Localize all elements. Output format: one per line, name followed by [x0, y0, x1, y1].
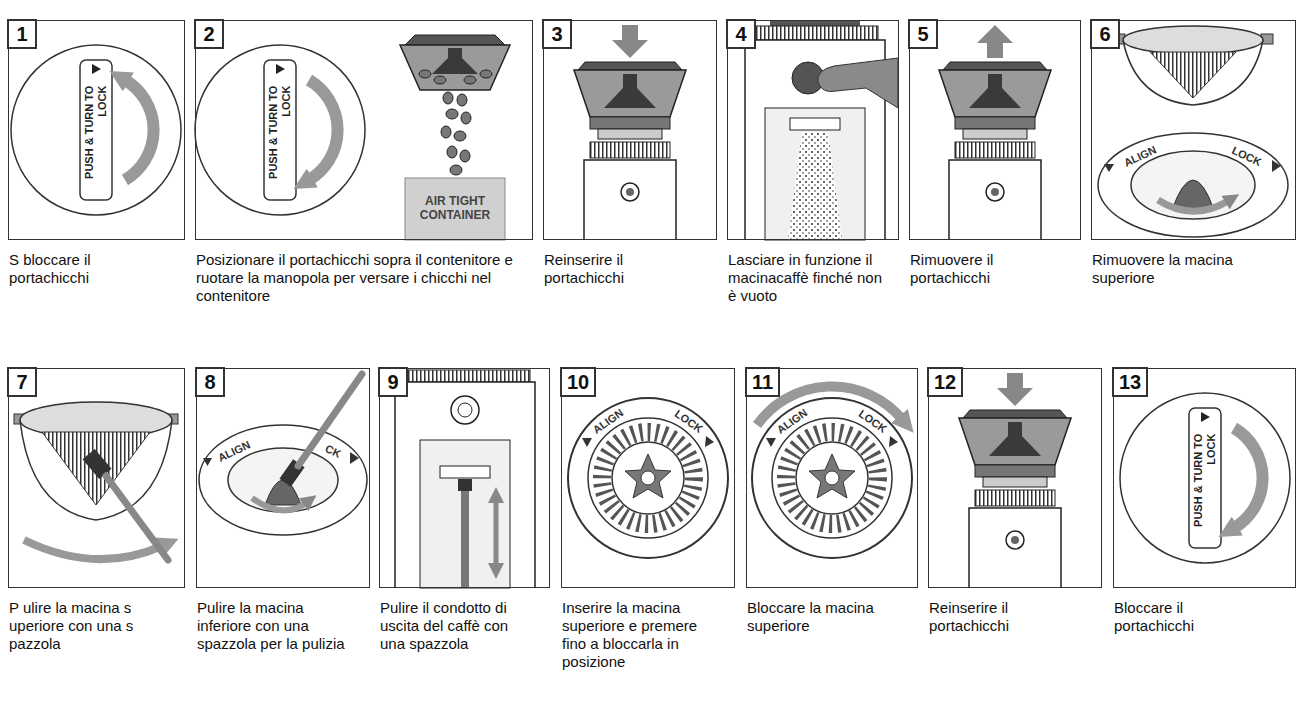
step-panel: 8Pulire la macina inferiore con una spaz… [196, 368, 370, 588]
step-panel: 9Pulire il condotto di uscita del caffè … [379, 368, 550, 588]
pour-beans [195, 35, 510, 240]
step-caption: Posizionare il portachicchi sopra il con… [196, 251, 541, 305]
step-panel: 5Rimuovere il portachicchi [909, 20, 1081, 240]
step-number: 2 [194, 19, 224, 49]
step-caption: Reinserire il portachicchi [544, 251, 684, 287]
step-panel: 3Reinserire il portachicchi [543, 20, 717, 240]
insert-upper-burr [568, 398, 728, 558]
step-caption: Lasciare in funzione il macinacaffè finc… [728, 251, 893, 305]
step-panel: 7P ulire la macina s uperiore con una s … [8, 368, 185, 588]
step-caption: Pulire la macina inferiore con una spazz… [197, 599, 347, 653]
step-number: 10 [560, 367, 596, 397]
dial-label: PUSH & TURN TO LOCK [83, 85, 108, 195]
clean-lower-burr [199, 374, 367, 535]
remove-hopper [939, 25, 1051, 240]
step-caption: Rimuovere la macina superiore [1092, 251, 1252, 287]
step-number: 12 [927, 367, 963, 397]
step-number: 1 [7, 19, 37, 49]
step-caption: Bloccare la macina superiore [747, 599, 897, 635]
step-number: 8 [195, 367, 225, 397]
step-caption: S bloccare il portachicchi [9, 251, 159, 287]
dial-label: PUSH & TURN TO LOCK [267, 85, 292, 195]
step-caption: Reinserire il portachicchi [929, 599, 1069, 635]
insert-hopper [574, 25, 686, 240]
dial-label: PUSH & TURN TO LOCK [1192, 433, 1217, 543]
reinsert-hopper [959, 373, 1071, 588]
step-number: 6 [1090, 19, 1120, 49]
step-panel: 11Bloccare la macina superiore [746, 368, 918, 588]
step-number: 3 [542, 19, 572, 49]
step-number: 5 [908, 19, 938, 49]
unlock-dial [11, 45, 181, 215]
clean-outlet [395, 370, 535, 588]
step-caption: Pulire il condotto di uscita del caffè c… [380, 599, 530, 653]
step-panel: 12Reinserire il portachicchi [928, 368, 1102, 588]
lock-upper-burr [752, 387, 912, 558]
step-number: 4 [726, 19, 756, 49]
run-grinder [745, 21, 898, 240]
step-panel: 6Rimuovere la macina superiore [1091, 20, 1296, 240]
step-panel: 10Inserire la macina superiore e premere… [561, 368, 735, 588]
step-number: 9 [378, 367, 408, 397]
container-label: AIR TIGHT CONTAINER [407, 195, 503, 223]
step-number: 11 [745, 367, 780, 397]
step-panel: 1S bloccare il portachicchi [8, 20, 185, 240]
step-caption: P ulire la macina s uperiore con una s p… [9, 599, 154, 653]
remove-upper-burr [1098, 26, 1288, 237]
lock-dial [1120, 393, 1290, 563]
step-number: 7 [7, 367, 37, 397]
step-panel: 13Bloccare il portachicchi [1113, 368, 1296, 588]
step-caption: Inserire la macina superiore e premere f… [562, 599, 707, 671]
step-caption: Bloccare il portachicchi [1114, 599, 1254, 635]
clean-upper-burr [14, 402, 178, 560]
step-number: 13 [1112, 367, 1148, 397]
step-caption: Rimuovere il portachicchi [910, 251, 1050, 287]
step-panel: 4Lasciare in funzione il macinacaffè fin… [727, 20, 899, 240]
